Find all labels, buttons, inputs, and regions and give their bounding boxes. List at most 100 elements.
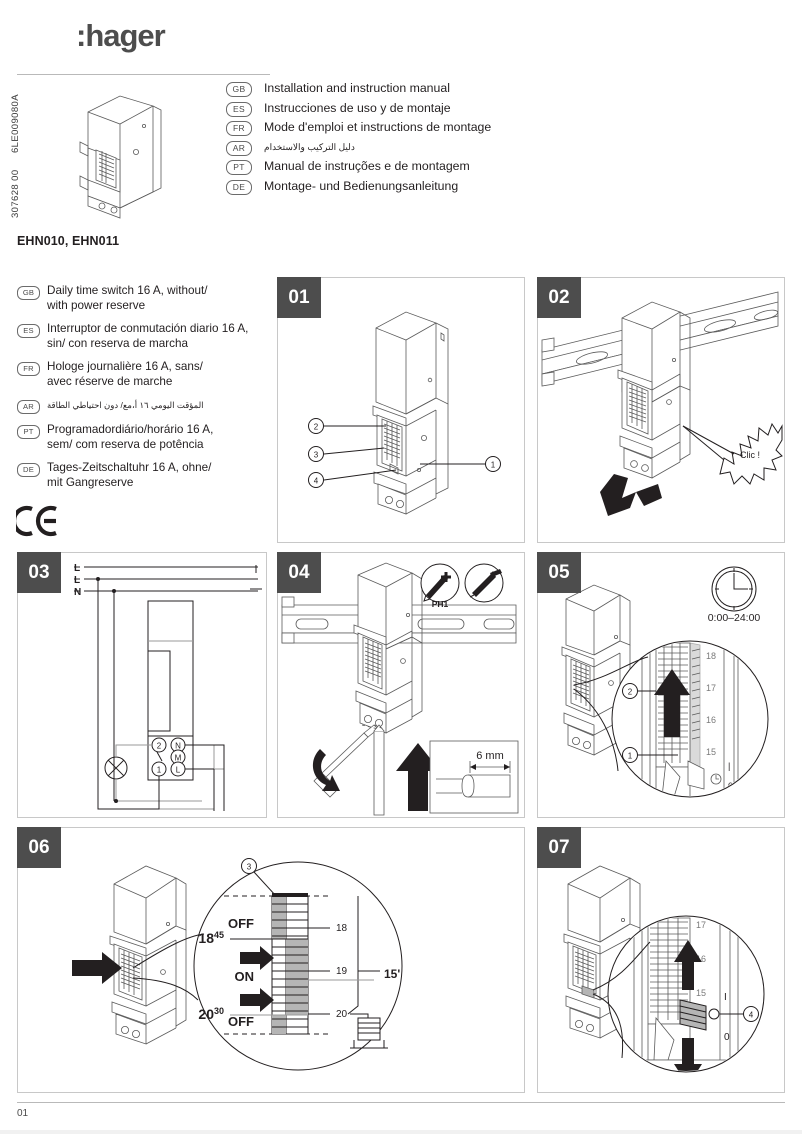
language-row: GB Installation and instruction manual	[226, 80, 566, 97]
language-badge-ar: AR	[226, 140, 252, 156]
panel-02-illustration: Clic !	[538, 278, 784, 542]
callout-4-label: 4	[314, 477, 319, 486]
description-row: FR Hologe journalière 16 A, sans/ avec r…	[17, 360, 267, 389]
description-line2: mit Gangreserve	[47, 475, 134, 489]
language-badge-pt: PT	[226, 160, 252, 175]
language-row: FR Mode d'emploi et instructions de mont…	[226, 119, 566, 136]
svg-text:16: 16	[696, 954, 706, 964]
language-row: ES Instrucciones de uso y de montaje	[226, 100, 566, 117]
description-line1: Daily time switch 16 A, without/	[47, 284, 208, 297]
state-label-on: ON	[235, 969, 255, 984]
description-line1: Tages-Zeitschaltuhr 16 A, ohne/	[47, 461, 212, 474]
time-off-label: 2030	[198, 1006, 308, 1022]
svg-text:|: |	[728, 761, 730, 771]
panel-03-badge: 03	[17, 552, 61, 593]
terminal-2-label: 2	[157, 742, 162, 751]
language-text-es: Instrucciones de uso y de montaje	[264, 100, 451, 115]
strip-length-label: 6 mm	[476, 750, 504, 762]
language-badge-es: ES	[226, 101, 252, 117]
clock-range-label: 0:00–24:00	[708, 612, 761, 624]
callout-3-label: 3	[314, 451, 319, 460]
svg-text:16: 16	[706, 715, 716, 725]
language-badge-fr: FR	[226, 121, 252, 136]
description-row: ES Interruptor de conmutación diario 16 …	[17, 322, 267, 351]
rotate-arrow-icon	[312, 749, 340, 791]
panel-05: 0:00–24:00	[537, 552, 785, 818]
callout-1-label: 1	[628, 752, 633, 761]
hager-logo: :hager	[76, 18, 166, 53]
scale-tick-19: 19	[336, 966, 348, 977]
svg-text:17: 17	[706, 683, 716, 693]
time-on-minute: 45	[214, 930, 224, 940]
panel-02: Clic ! 02	[537, 277, 785, 543]
clic-burst-icon: Clic !	[719, 422, 783, 485]
callout-2-label: 2	[314, 423, 319, 432]
rail-label-L2: L	[74, 575, 80, 586]
description-line1: Hologe journalière 16 A, sans/	[47, 360, 203, 373]
panel-01: 2 3 4 1 01	[277, 277, 525, 543]
panel-07-illustration: 17 16 15	[538, 828, 784, 1092]
rail-label-L1: L	[74, 563, 80, 574]
svg-text:15: 15	[706, 747, 716, 757]
slide-up-arrow-icon	[654, 669, 690, 737]
panel-03-wiring-diagram: L L N 2	[18, 553, 266, 817]
state-label-off-top: OFF	[228, 916, 254, 931]
description-line2: sem/ com reserva de potência	[47, 437, 204, 451]
callout-2-label: 2	[628, 688, 633, 697]
description-badge-fr: FR	[17, 362, 40, 376]
knob-up-arrow-icon	[674, 940, 702, 990]
header-language-list: GB Installation and instruction manual E…	[226, 80, 566, 197]
description-line2: sin/ con reserva de marcha	[47, 336, 188, 350]
product-illustration	[58, 84, 193, 224]
terminal-1-label: 1	[157, 766, 162, 775]
on-arrow-icon-top	[240, 946, 274, 970]
svg-text:17: 17	[696, 920, 706, 930]
panel-06-illustration: 18 19 20 15' OFF ON	[18, 828, 524, 1092]
description-badge-es: ES	[17, 324, 40, 338]
panel-01-badge: 01	[277, 277, 321, 318]
scale-tick-20: 20	[336, 1009, 348, 1020]
description-row: GB Daily time switch 16 A, without/ with…	[17, 284, 267, 313]
segment-slider-icon	[350, 1013, 388, 1049]
language-text-de: Montage- und Bedienungsanleitung	[264, 178, 459, 193]
description-badge-gb: GB	[17, 286, 40, 300]
footer-divider	[17, 1102, 785, 1103]
time-on-hour: 18	[198, 930, 214, 946]
description-text-es: Interruptor de conmutación diario 16 A, …	[47, 322, 248, 351]
panel-04-illustration: PH1	[278, 553, 524, 817]
clock-icon	[711, 566, 757, 612]
language-text-ar: دليل التركيب والاستخدام	[264, 141, 355, 152]
clic-label: Clic !	[740, 450, 760, 460]
svg-text:15: 15	[696, 988, 706, 998]
panel-07: 17 16 15	[537, 827, 785, 1093]
panel-01-illustration: 2 3 4 1	[278, 278, 524, 542]
description-badge-ar: AR	[17, 400, 40, 414]
language-text-gb: Installation and instruction manual	[264, 81, 450, 95]
on-arrow-icon-bottom	[240, 988, 274, 1012]
terminal-L-label: L	[176, 766, 181, 775]
panel-06-badge: 06	[17, 827, 61, 868]
tool-ph1-label: PH1	[432, 599, 449, 609]
callout-3-label: 3	[247, 863, 252, 872]
description-row: PT Programadordiário/horário 16 A, sem/ …	[17, 423, 267, 452]
header-divider	[17, 74, 270, 75]
time-off-hour: 20	[198, 1006, 214, 1022]
callout-4-label: 4	[749, 1011, 754, 1020]
description-text-de: Tages-Zeitschaltuhr 16 A, ohne/ mit Gang…	[47, 461, 211, 490]
panel-05-illustration: 0:00–24:00	[538, 553, 784, 817]
tool-icon-flat-screwdriver	[464, 563, 504, 603]
panel-07-badge: 07	[537, 827, 581, 868]
scale-tick-18: 18	[336, 923, 348, 934]
panel-04: PH1	[277, 552, 525, 818]
description-text-gb: Daily time switch 16 A, without/ with po…	[47, 284, 207, 313]
small-clock-icon	[710, 773, 722, 785]
time-off-minute: 30	[214, 1006, 224, 1016]
product-description-list: GB Daily time switch 16 A, without/ with…	[17, 284, 267, 499]
language-row: PT Manual de instruções e de montagem	[226, 158, 566, 175]
description-line2: with power reserve	[47, 298, 146, 312]
description-badge-pt: PT	[17, 425, 40, 439]
description-badge-de: DE	[17, 463, 40, 477]
panel-05-badge: 05	[537, 552, 581, 593]
svg-text:2030: 2030	[198, 1006, 224, 1022]
